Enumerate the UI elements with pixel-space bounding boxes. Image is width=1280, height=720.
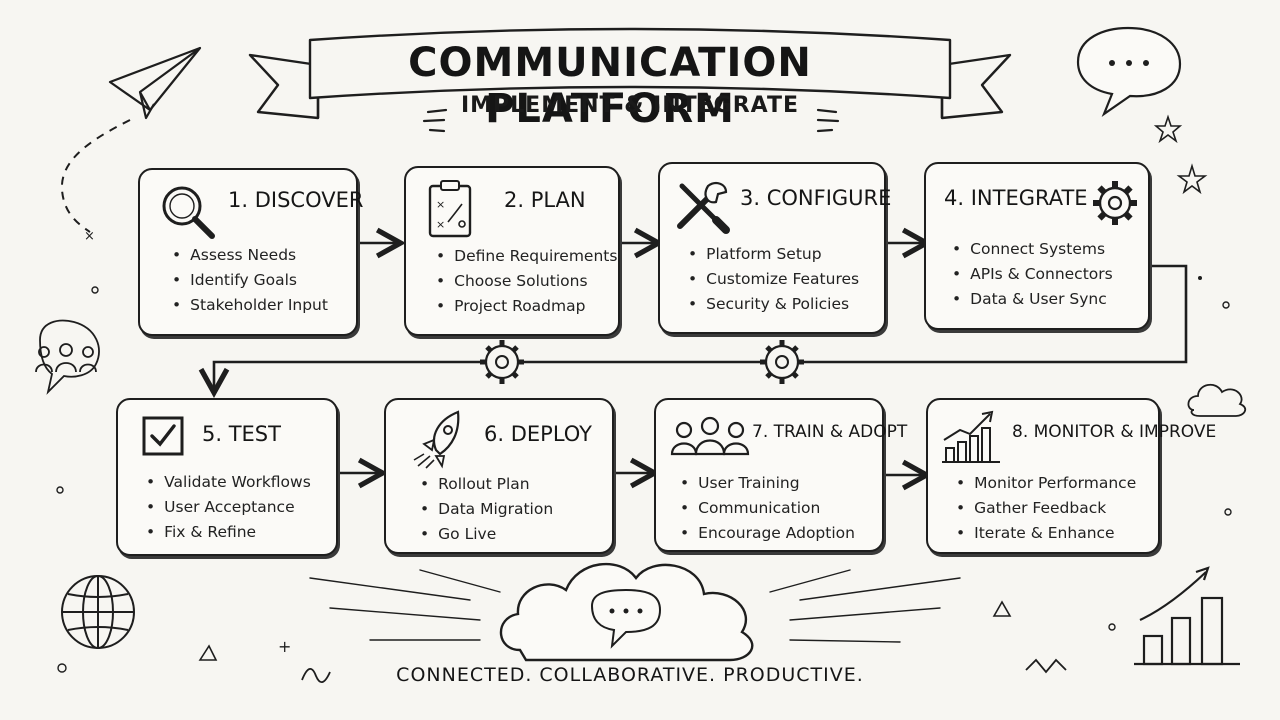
list-item: Communication <box>680 496 855 521</box>
page-title: COMMUNICATION PLATFORM <box>408 40 812 132</box>
list-item: Connect Systems <box>952 237 1113 262</box>
gear-icon <box>1093 181 1137 225</box>
tools-icon <box>677 182 730 234</box>
magnifier-icon <box>162 186 215 239</box>
list-item: Go Live <box>420 522 553 547</box>
dot-doodle <box>57 663 67 673</box>
clipboard-plan-icon: × × <box>428 180 472 238</box>
step-bullets: User Training Communication Encourage Ad… <box>680 471 855 546</box>
list-item: Choose Solutions <box>436 269 617 294</box>
title-ribbon <box>248 27 1012 120</box>
step-card-deploy: 6. DEPLOY Rollout Plan Data Migration Go… <box>384 398 614 554</box>
dot-doodle <box>1224 508 1232 516</box>
list-item: Define Requirements <box>436 244 617 269</box>
squiggle-doodle <box>1025 658 1067 674</box>
step-bullets: Assess Needs Identify Goals Stakeholder … <box>172 243 328 318</box>
tagline: CONNECTED. COLLABORATIVE. PRODUCTIVE. <box>396 664 864 686</box>
list-item: Gather Feedback <box>956 496 1136 521</box>
step-card-discover: 1. DISCOVER Assess Needs Identify Goals … <box>138 168 363 336</box>
list-item: Stakeholder Input <box>172 293 328 318</box>
step-title: 8. MONITOR & IMPROVE <box>1012 422 1217 442</box>
step-bullets: Define Requirements Choose Solutions Pro… <box>436 244 617 319</box>
chat-bubble-icon <box>1076 26 1182 117</box>
step-card-monitor-improve: 8. MONITOR & IMPROVE Monitor Performance… <box>926 398 1216 554</box>
dot-doodle <box>1108 623 1116 631</box>
people-group-icon <box>35 319 100 395</box>
triangle-doodle <box>992 600 1012 617</box>
list-item: Encourage Adoption <box>680 521 855 546</box>
gear-icon <box>480 340 524 384</box>
dot-doodle <box>1198 276 1202 280</box>
step-card-integrate: 4. INTEGRATE Connect Systems APIs & Conn… <box>924 162 1150 330</box>
list-item: Data Migration <box>420 497 553 522</box>
list-item: Identify Goals <box>172 268 328 293</box>
plane-trail <box>60 119 131 233</box>
svg-text:×: × <box>436 218 445 231</box>
step-title: 5. TEST <box>202 422 281 446</box>
list-item: Customize Features <box>688 267 859 292</box>
list-item: Project Roadmap <box>436 294 617 319</box>
list-item: Iterate & Enhance <box>956 521 1136 546</box>
svg-text:×: × <box>436 198 445 211</box>
gear-icon <box>760 340 804 384</box>
step-bullets: Connect Systems APIs & Connectors Data &… <box>952 237 1113 312</box>
dot-doodle <box>1222 301 1230 309</box>
star-icon <box>1176 163 1208 195</box>
list-item: Rollout Plan <box>420 472 553 497</box>
growth-chart-icon <box>942 410 1000 463</box>
step-card-train-adopt: 7. TRAIN & ADOPT User Training Communica… <box>654 398 907 552</box>
step-bullets: Validate Workflows User Acceptance Fix &… <box>146 470 311 545</box>
dot-doodle <box>56 486 64 494</box>
step-title: 1. DISCOVER <box>228 188 364 212</box>
step-card-plan: × × 2. PLAN Define Requirements Choose S… <box>404 166 620 336</box>
list-item: Fix & Refine <box>146 520 311 545</box>
globe-icon <box>61 575 135 649</box>
squiggle-doodle <box>301 668 331 683</box>
cloud-doodle <box>1187 383 1247 417</box>
step-card-configure: 3. CONFIGURE Platform Setup Customize Fe… <box>658 162 891 334</box>
checkbox-icon <box>142 416 184 456</box>
sparkle-mark: × <box>84 229 95 244</box>
star-icon <box>1153 114 1183 144</box>
bar-chart-doodle <box>1134 566 1240 666</box>
rocket-icon <box>413 410 460 469</box>
plus-doodle: + <box>278 637 291 656</box>
list-item: Monitor Performance <box>956 471 1136 496</box>
step-title: 2. PLAN <box>504 188 586 212</box>
triangle-doodle <box>198 644 218 661</box>
step-bullets: Platform Setup Customize Features Securi… <box>688 242 859 317</box>
step-bullets: Rollout Plan Data Migration Go Live <box>420 472 553 547</box>
list-item: Validate Workflows <box>146 470 311 495</box>
paper-plane-icon <box>108 46 202 120</box>
step-title: 7. TRAIN & ADOPT <box>752 422 908 442</box>
list-item: Platform Setup <box>688 242 859 267</box>
step-title: 6. DEPLOY <box>484 422 592 446</box>
list-item: Security & Policies <box>688 292 859 317</box>
list-item: Data & User Sync <box>952 287 1113 312</box>
list-item: Assess Needs <box>172 243 328 268</box>
people-icon <box>670 416 750 456</box>
step-card-test: 5. TEST Validate Workflows User Acceptan… <box>116 398 338 556</box>
list-item: APIs & Connectors <box>952 262 1113 287</box>
step-bullets: Monitor Performance Gather Feedback Iter… <box>956 471 1136 546</box>
dot-doodle <box>91 286 99 294</box>
list-item: User Acceptance <box>146 495 311 520</box>
step-title: 4. INTEGRATE <box>944 186 1088 210</box>
step-title: 3. CONFIGURE <box>740 186 892 210</box>
cloud-chat-icon <box>309 562 961 662</box>
arrow-4-5 <box>214 264 1188 390</box>
page-subtitle: IMPLEMENT & INTEGRATE <box>460 93 800 118</box>
list-item: User Training <box>680 471 855 496</box>
subtitle-dashes <box>422 108 840 133</box>
